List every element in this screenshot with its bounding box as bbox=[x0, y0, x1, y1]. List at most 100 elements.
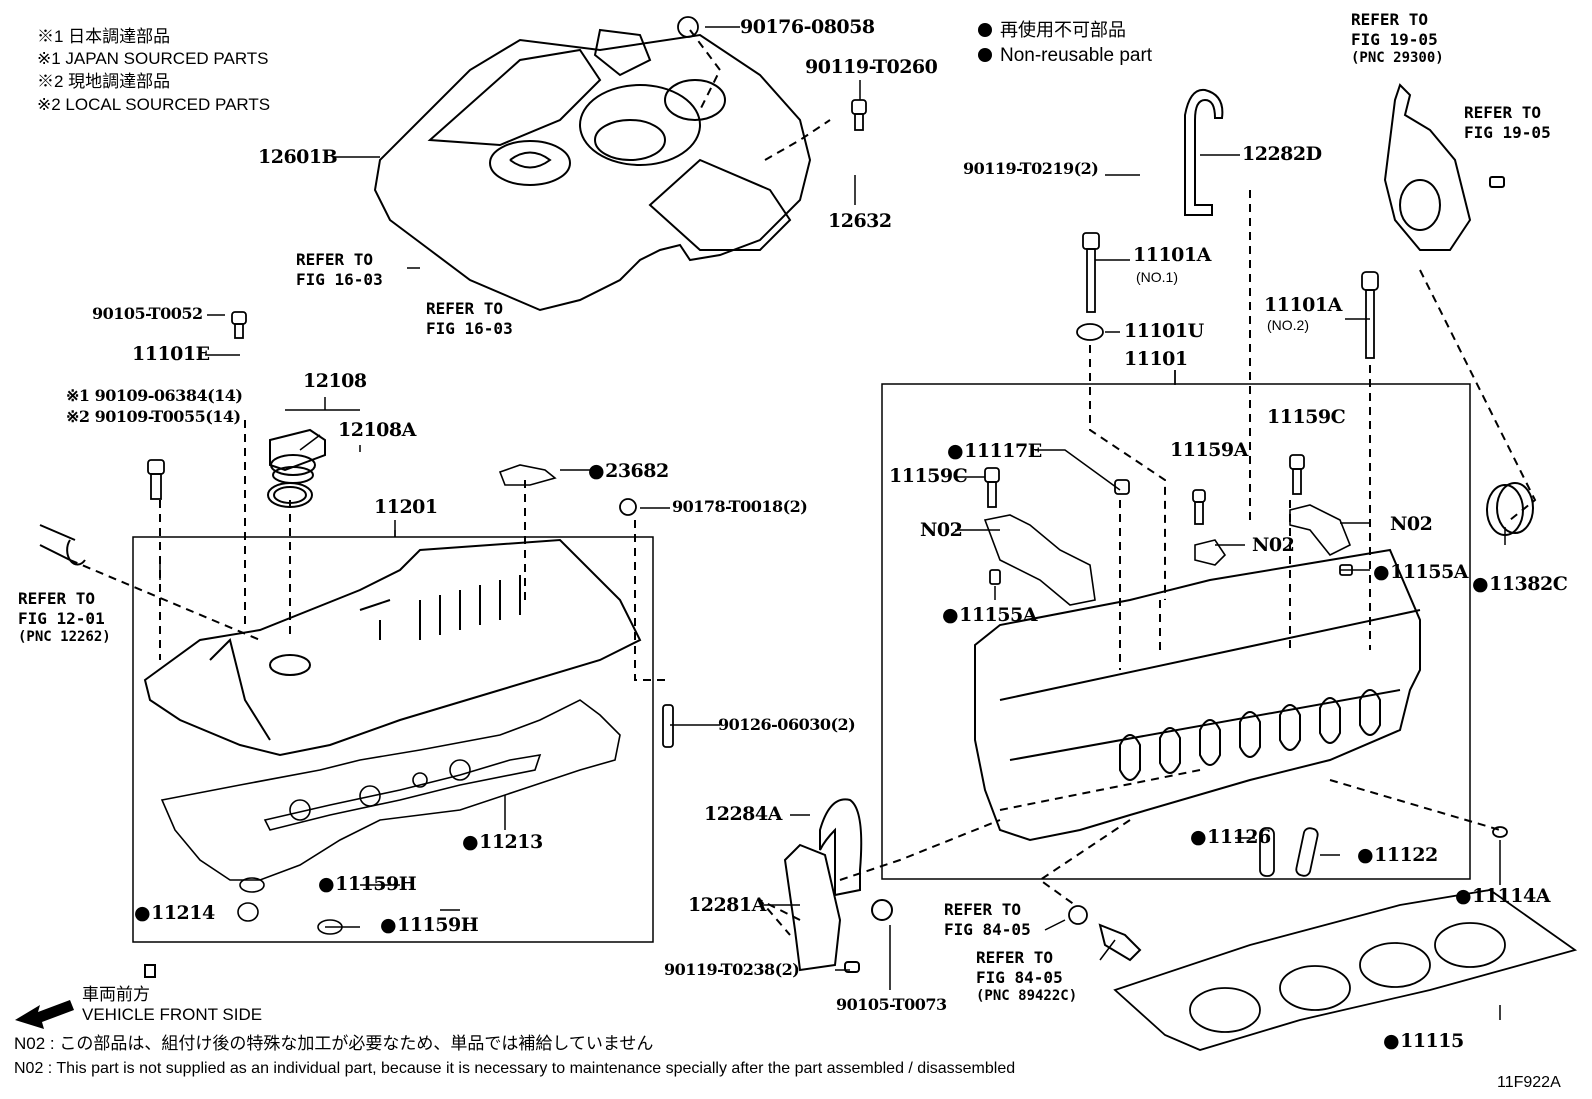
refer-pnc: (PNC 29300) bbox=[1351, 50, 1444, 66]
part-label-11122[interactable]: 11122 bbox=[1357, 846, 1438, 865]
front-arrow-icon bbox=[15, 1000, 74, 1029]
part-label-11159H-a[interactable]: 11159H bbox=[318, 875, 417, 894]
part-label-11201[interactable]: 11201 bbox=[374, 496, 438, 518]
refer-line: REFER TO bbox=[296, 250, 374, 269]
dashed-alignment-lines bbox=[69, 29, 1537, 936]
cylinder-head-cover-drawing bbox=[143, 538, 642, 757]
refer-line: REFER TO bbox=[426, 299, 504, 318]
part-label-90105-T0052[interactable]: 90105-T0052 bbox=[92, 304, 203, 323]
part-label-11101U[interactable]: 11101U bbox=[1124, 320, 1204, 342]
refer-line: REFER TO bbox=[976, 948, 1054, 967]
part-sublabel-no1: (NO.1) bbox=[1136, 269, 1178, 285]
part-label-N02-a[interactable]: N02 bbox=[920, 519, 963, 541]
refer-fig: FIG 84-05 bbox=[944, 920, 1031, 939]
part-label-12601B[interactable]: 12601B bbox=[258, 146, 338, 168]
refer-fig: FIG 12-01 bbox=[18, 609, 105, 628]
part-label-90119-T0260[interactable]: 90119-T0260 bbox=[805, 56, 938, 78]
part-label-90126-06030[interactable]: 90126-06030(2) bbox=[718, 715, 856, 734]
part-label-N02-c[interactable]: N02 bbox=[1390, 513, 1433, 535]
refer-fig: FIG 19-05 bbox=[1351, 30, 1438, 49]
part-label-12108[interactable]: 12108 bbox=[303, 370, 367, 392]
refer-line: REFER TO bbox=[18, 589, 96, 608]
legend-non-reusable-jp: 再使用不可部品 bbox=[978, 21, 1126, 39]
part-label-11159C-b[interactable]: 11159C bbox=[1267, 406, 1346, 428]
hose-drawing bbox=[39, 524, 86, 566]
refer-line: REFER TO bbox=[1351, 10, 1429, 29]
part-label-11155A-b[interactable]: 11155A bbox=[1373, 563, 1468, 582]
seal-washer-drawings bbox=[237, 464, 557, 935]
part-label-11126[interactable]: 11126 bbox=[1190, 828, 1271, 847]
vehicle-front-jp: 車両前方 bbox=[82, 985, 150, 1004]
part-label-12108A[interactable]: 12108A bbox=[338, 419, 416, 441]
refer-pnc: (PNC 12262) bbox=[18, 629, 111, 645]
refer-fig: FIG 16-03 bbox=[426, 319, 513, 338]
part-label-23682[interactable]: 23682 bbox=[588, 462, 669, 481]
cylinder-head-drawing bbox=[974, 548, 1421, 842]
part-label-11114A[interactable]: 11114A bbox=[1455, 887, 1550, 906]
part-sublabel-no2: (NO.2) bbox=[1267, 317, 1309, 333]
part-label-11214[interactable]: 11214 bbox=[134, 904, 215, 923]
engine-hanger-drawings bbox=[144, 88, 1224, 978]
oil-seal-drawing bbox=[1486, 482, 1534, 536]
head-cover-assembly-box bbox=[132, 536, 654, 943]
refer-fig: FIG 19-05 bbox=[1464, 123, 1551, 142]
legend-text-en: Non-reusable part bbox=[1000, 45, 1153, 66]
part-label-11115[interactable]: 11115 bbox=[1383, 1032, 1464, 1051]
part-label-90178-T0018[interactable]: 90178-T0018(2) bbox=[672, 497, 808, 516]
part-label-90176-08058[interactable]: 90176-08058 bbox=[740, 16, 875, 38]
engine-cover-drawing bbox=[373, 28, 812, 312]
part-label-11101A-no1[interactable]: 11101A bbox=[1133, 244, 1211, 266]
head-gasket-drawing bbox=[1113, 889, 1578, 1051]
part-label-12284A[interactable]: 12284A bbox=[704, 803, 782, 825]
part-label-11155A-a[interactable]: 11155A bbox=[942, 606, 1037, 625]
refer-pnc: (PNC 89422C) bbox=[976, 988, 1078, 1004]
part-label-90119-T0238[interactable]: 90119-T0238(2) bbox=[664, 960, 800, 979]
part-label-12281A[interactable]: 12281A bbox=[688, 894, 766, 916]
part-label-11159H-b[interactable]: 11159H bbox=[380, 916, 479, 935]
refer-line: REFER TO bbox=[1464, 103, 1542, 122]
legend-text-jp: 再使用不可部品 bbox=[1000, 20, 1126, 40]
part-label-90119-T0219[interactable]: 90119-T0219(2) bbox=[963, 159, 1099, 178]
part-label-12282D[interactable]: 12282D bbox=[1242, 143, 1322, 165]
part-label-12632[interactable]: 12632 bbox=[828, 210, 892, 232]
vacuum-pump-drawing bbox=[1383, 83, 1505, 251]
refer-line: REFER TO bbox=[944, 900, 1022, 919]
part-label-90109-T0055[interactable]: ※2 90109-T0055(14) bbox=[66, 407, 241, 426]
bolt-icons bbox=[147, 16, 1508, 925]
vehicle-front-en: VEHICLE FRONT SIDE bbox=[82, 1005, 263, 1024]
cylinder-head-assembly-box bbox=[881, 383, 1471, 880]
head-cover-gasket-drawing bbox=[160, 699, 621, 881]
note-japan-sourced-jp: ※1 日本調達部品 bbox=[37, 27, 171, 46]
part-label-11117E[interactable]: 11117E bbox=[947, 442, 1042, 461]
part-label-11101E[interactable]: 11101E bbox=[132, 343, 210, 365]
non-reusable-dot-icon bbox=[978, 23, 992, 37]
part-label-11101[interactable]: 11101 bbox=[1124, 348, 1188, 370]
assembly-connectors bbox=[394, 370, 1176, 537]
part-label-90109-06384[interactable]: ※1 90109-06384(14) bbox=[66, 386, 243, 405]
note-local-sourced-jp: ※2 現地調達部品 bbox=[37, 72, 171, 91]
part-label-11213[interactable]: 11213 bbox=[462, 833, 543, 852]
part-label-N02-b[interactable]: N02 bbox=[1252, 534, 1295, 556]
note-local-sourced-en: ※2 LOCAL SOURCED PARTS bbox=[37, 95, 271, 114]
oil-cap-drawing bbox=[267, 428, 326, 508]
n02-note-en: N02 : This part is not supplied as an in… bbox=[14, 1060, 1016, 1077]
part-label-11382C[interactable]: 11382C bbox=[1472, 575, 1568, 594]
part-label-11159C-a[interactable]: 11159C bbox=[889, 465, 968, 487]
leader-lines bbox=[159, 26, 1506, 1020]
part-label-11101A-no2[interactable]: 11101A bbox=[1264, 294, 1342, 316]
figure-id: 11F922A bbox=[1497, 1074, 1561, 1091]
legend-non-reusable-en: Non-reusable part bbox=[978, 46, 1152, 65]
refer-fig: FIG 16-03 bbox=[296, 270, 383, 289]
bearing-cap-drawings bbox=[983, 504, 1352, 606]
non-reusable-dot-icon bbox=[978, 48, 992, 62]
part-label-90105-T0073[interactable]: 90105-T0073 bbox=[836, 995, 947, 1014]
part-label-11159A[interactable]: 11159A bbox=[1170, 439, 1248, 461]
